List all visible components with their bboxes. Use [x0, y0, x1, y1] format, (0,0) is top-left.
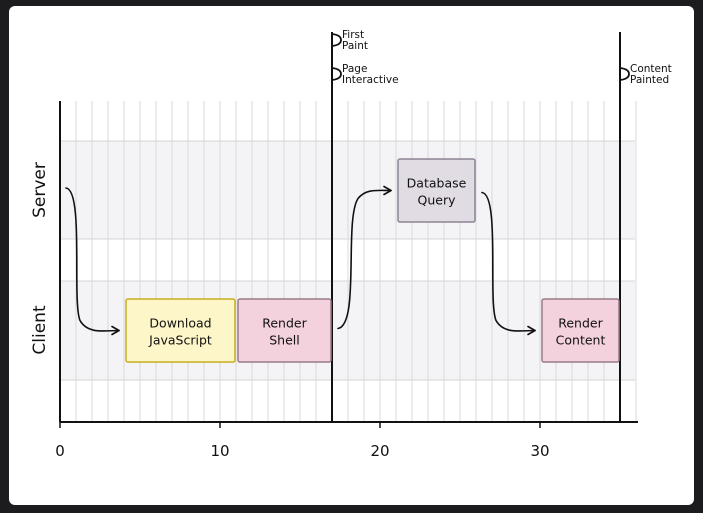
task-label-database-query: Query — [418, 193, 457, 208]
task-box-database-query — [397, 158, 476, 223]
milestone-label: Painted — [630, 74, 669, 86]
task-label-download-javascript: JavaScript — [148, 333, 212, 348]
task-label-download-javascript: Download — [149, 316, 211, 331]
task-label-database-query: Database — [407, 176, 467, 191]
milestone-label: First — [342, 29, 364, 41]
task-label-render-content: Render — [558, 316, 603, 331]
arrow-query-to-content — [481, 191, 536, 336]
milestone-flag-icon — [619, 67, 630, 82]
task-label-render-content: Content — [556, 333, 606, 348]
x-tick-label: 20 — [370, 442, 389, 460]
lane-label-server: Server — [30, 162, 50, 218]
task-label-render-shell: Shell — [269, 333, 300, 348]
milestone-label: Paint — [342, 40, 368, 52]
x-tick-label: 0 — [55, 442, 65, 460]
lane-label-client: Client — [30, 305, 50, 355]
milestone-label: Content — [630, 63, 672, 75]
task-box-download-javascript — [125, 298, 236, 363]
x-tick-label: 30 — [530, 442, 549, 460]
milestone-label: Interactive — [342, 74, 399, 86]
x-tick-label: 10 — [210, 442, 229, 460]
x-axis-ticks: 0 10 20 30 — [55, 422, 550, 460]
arrows — [65, 185, 536, 336]
arrow-shell-to-query — [337, 185, 392, 330]
task-label-render-shell: Render — [262, 316, 307, 331]
task-box-render-content — [541, 298, 620, 363]
milestone-label: Page — [342, 63, 367, 75]
milestone-flag-icon — [331, 67, 342, 82]
milestone-flag-icon — [331, 33, 342, 48]
arrow-server-to-download — [65, 187, 120, 336]
task-box-render-shell — [237, 298, 332, 363]
axes — [59, 101, 638, 423]
